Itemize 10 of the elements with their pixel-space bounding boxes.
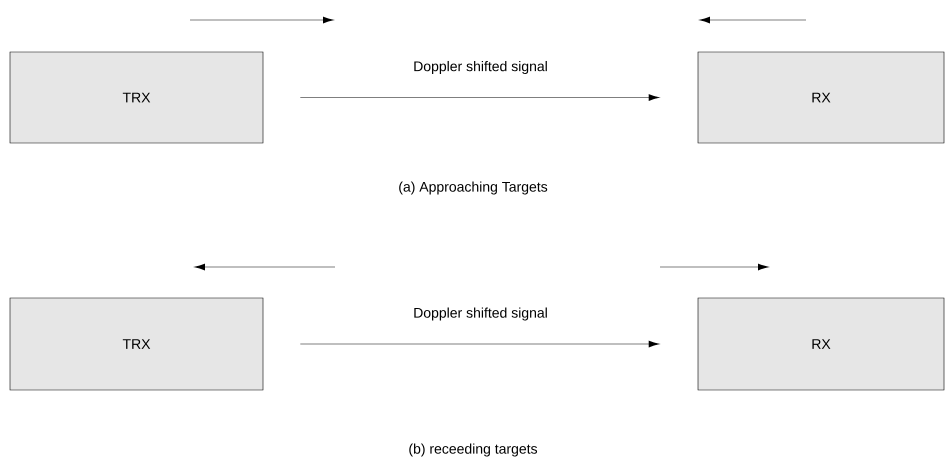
device-box: RX (698, 52, 944, 144)
caption: (a) Approaching Targets (399, 181, 548, 195)
edge-label: Doppler shifted signal (411, 58, 550, 76)
signal-arrow (300, 94, 660, 101)
device-box: TRX (10, 298, 264, 390)
device-box: RX (698, 298, 944, 390)
caption: (b) receeding targets (409, 443, 538, 457)
device-box: TRX (10, 52, 264, 144)
edge-label: Doppler shifted signal (411, 305, 550, 323)
signal-arrow (300, 340, 660, 348)
